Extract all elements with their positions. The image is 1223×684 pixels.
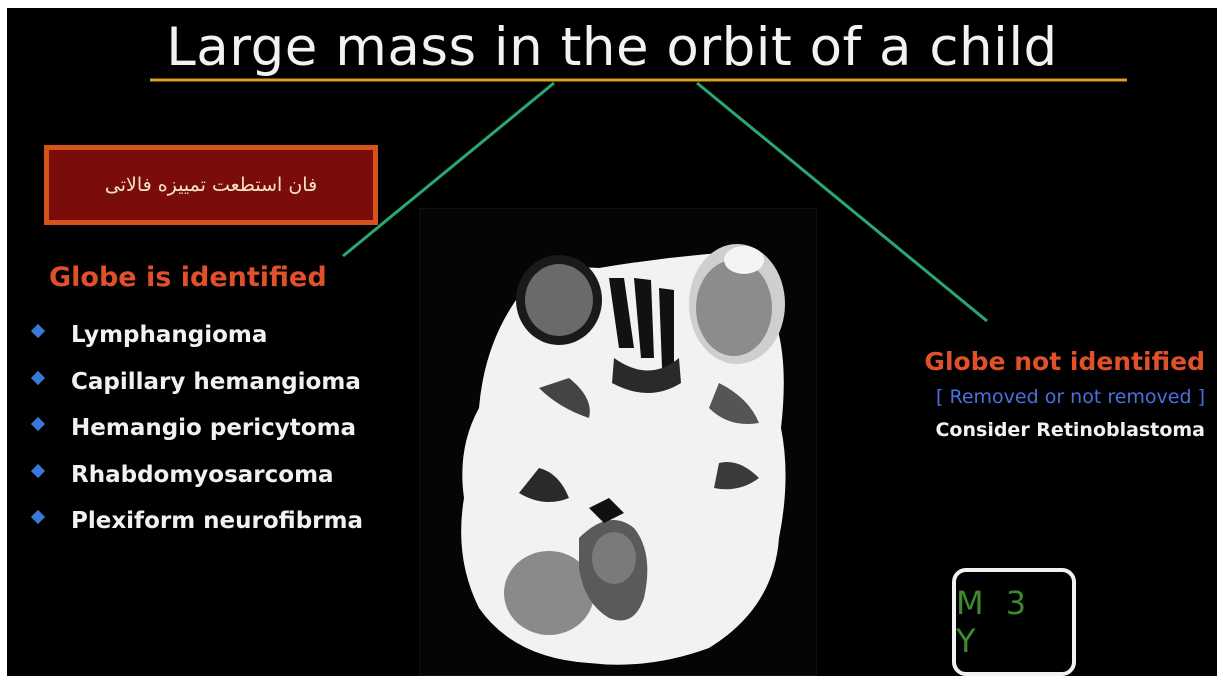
list-item: Capillary hemangioma (29, 359, 363, 406)
m3y-logo: M 3 Y (952, 568, 1076, 676)
diamond-bullet-icon (31, 464, 45, 478)
slide: Large mass in the orbit of a child فان ا… (7, 8, 1217, 676)
list-item: Lymphangioma (29, 312, 363, 359)
consider-retinoblastoma-text: Consider Retinoblastoma (855, 414, 1205, 446)
identified-diagnosis-list: Lymphangioma Capillary hemangioma Hemang… (29, 312, 363, 545)
list-item: Rhabdomyosarcoma (29, 452, 363, 499)
list-item: Plexiform neurofibrma (29, 498, 363, 545)
diamond-bullet-icon (31, 371, 45, 385)
diamond-bullet-icon (31, 417, 45, 431)
arabic-note-text: فان استطعت تمييزه فالاتى (105, 174, 317, 196)
axial-ct-orbit-scan-image (419, 208, 817, 676)
globe-not-identified-block: Globe not identified [ Removed or not re… (855, 344, 1205, 446)
list-item: Hemangio pericytoma (29, 405, 363, 452)
logo-text: M 3 Y (956, 584, 1072, 660)
globe-identified-heading: Globe is identified (49, 262, 327, 293)
arabic-note-box: فان استطعت تمييزه فالاتى (44, 145, 378, 225)
diamond-bullet-icon (31, 324, 45, 338)
globe-not-identified-heading: Globe not identified (855, 344, 1205, 380)
removed-or-not-removed-note: [ Removed or not removed ] (855, 380, 1205, 414)
diamond-bullet-icon (31, 510, 45, 524)
